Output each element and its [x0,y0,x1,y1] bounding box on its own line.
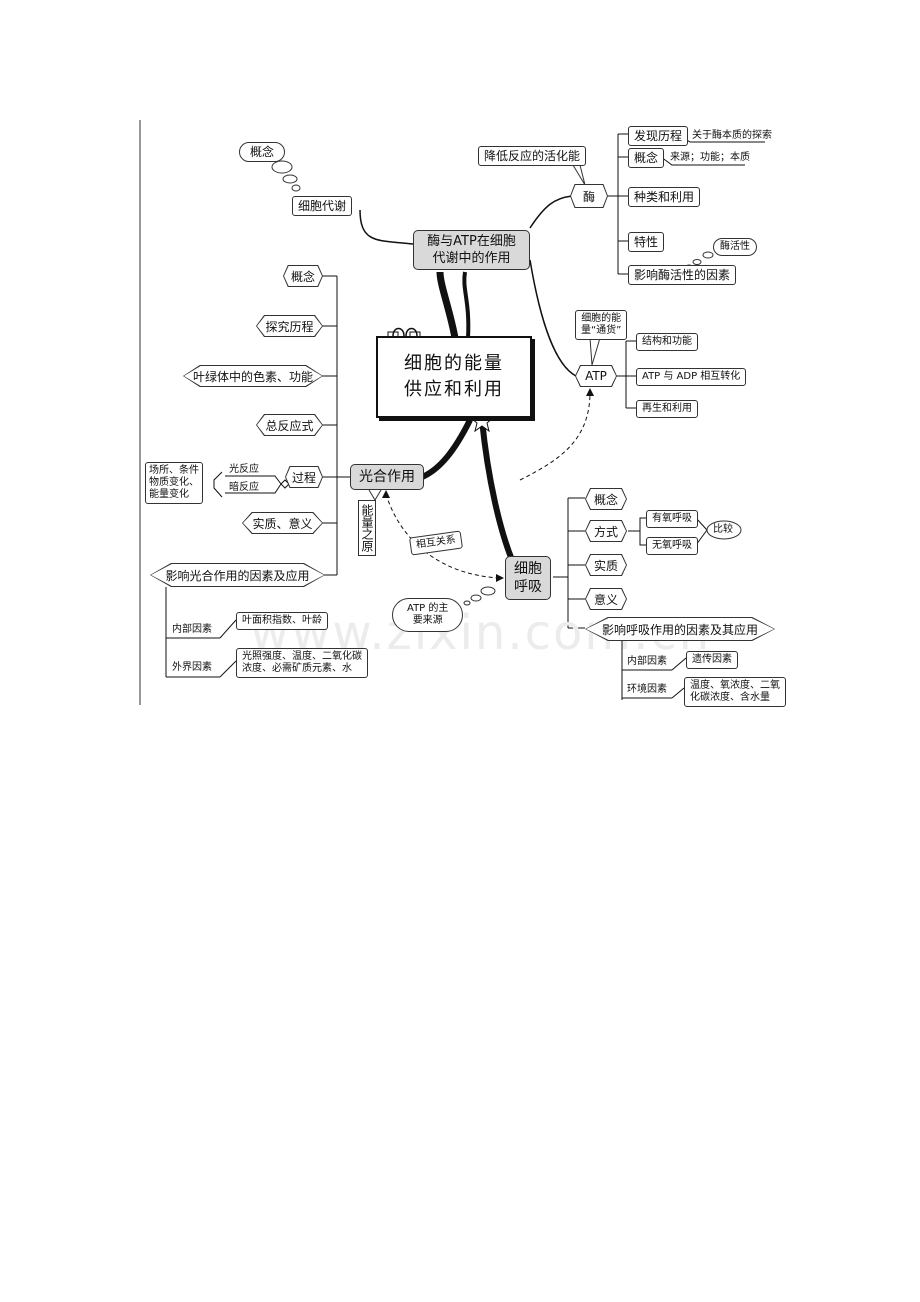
enzyme-atp-line1: 酶与ATP在细胞 [427,234,516,249]
photo-essence: 实质、意义 [242,512,323,534]
resp-internal-label: 内部因素 [627,656,667,667]
resp-external-label: 环境因素 [627,684,667,695]
currency-note: 细胞的能 量“通货” [575,310,628,340]
central-title: 细胞的能量 供应和利用 [376,336,532,418]
respiration-node: 细胞 呼吸 [505,556,551,600]
enzyme-types: 种类和利用 [628,187,701,207]
photo-process: 过程 [285,466,323,488]
enzyme-atp-node: 酶与ATP在细胞 代谢中的作用 [413,230,530,270]
photo-internal-note: 叶面积指数、叶龄 [236,612,328,630]
resp-concept: 概念 [585,488,627,510]
resp-essence: 实质 [585,554,627,576]
lower-energy-note: 降低反应的活化能 [478,146,587,166]
light-reaction: 光反应 [229,464,259,475]
enzyme-activity-bubble: 酶活性 [713,238,757,256]
enzyme-concept: 概念 [628,148,665,168]
photo-history: 探究历程 [256,315,323,337]
enzyme-atp-line2: 代谢中的作用 [432,251,511,266]
atp-regeneration: 再生和利用 [636,400,698,418]
atp-structure: 结构和功能 [636,333,698,351]
resp-external-note: 温度、氧浓度、二氧 化碳浓度、含水量 [684,677,786,707]
photosynthesis-node: 光合作用 [350,464,424,490]
enzyme-discovery: 发现历程 [628,126,689,146]
currency-line1: 细胞的能 [581,313,622,324]
atp-source-bubble: ATP 的主 要来源 [392,598,464,632]
metabolism-node: 细胞代谢 [292,196,353,216]
atp-node: ATP [575,365,617,387]
currency-line2: 量“通货” [581,325,622,336]
enzyme-factors: 影响酶活性的因素 [628,265,737,285]
title-line2: 供应和利用 [404,379,504,400]
enzyme-node: 酶 [570,184,608,208]
process-note: 场所、条件 物质变化、 能量变化 [145,462,203,504]
enzyme-concept-note: 来源；功能；本质 [670,152,750,163]
atp-adp-conversion: ATP 与 ADP 相互转化 [636,368,747,386]
photo-equation: 总反应式 [256,414,323,436]
photo-factors: 影响光合作用的因素及应用 [150,563,325,587]
title-line1: 细胞的能量 [404,353,504,374]
concept-bubble: 概念 [239,142,286,162]
anaerobic-respiration: 无氧呼吸 [646,537,698,555]
compare-label: 比较 [713,524,733,535]
enzyme-discovery-note: 关于酶本质的探索 [692,130,772,141]
photo-pigments: 叶绿体中的色素、功能 [183,365,323,387]
aerobic-respiration: 有氧呼吸 [646,510,698,528]
resp-factors: 影响呼吸作用的因素及其应用 [585,617,775,641]
energy-source-note: 能量之原 [358,500,376,556]
photo-internal-label: 内部因素 [172,624,212,635]
resp-mode: 方式 [585,520,627,542]
enzyme-label: 酶 [571,185,607,207]
photo-concept: 概念 [283,265,323,287]
atp-label: ATP [576,366,616,386]
enzyme-properties: 特性 [628,232,665,252]
photo-external-label: 外界因素 [172,662,212,673]
photo-external-note: 光照强度、温度、二氧化碳 浓度、必需矿质元素、水 [236,648,368,678]
resp-significance: 意义 [585,588,627,610]
dark-reaction: 暗反应 [229,482,259,493]
resp-internal-note: 遗传因素 [686,651,738,669]
